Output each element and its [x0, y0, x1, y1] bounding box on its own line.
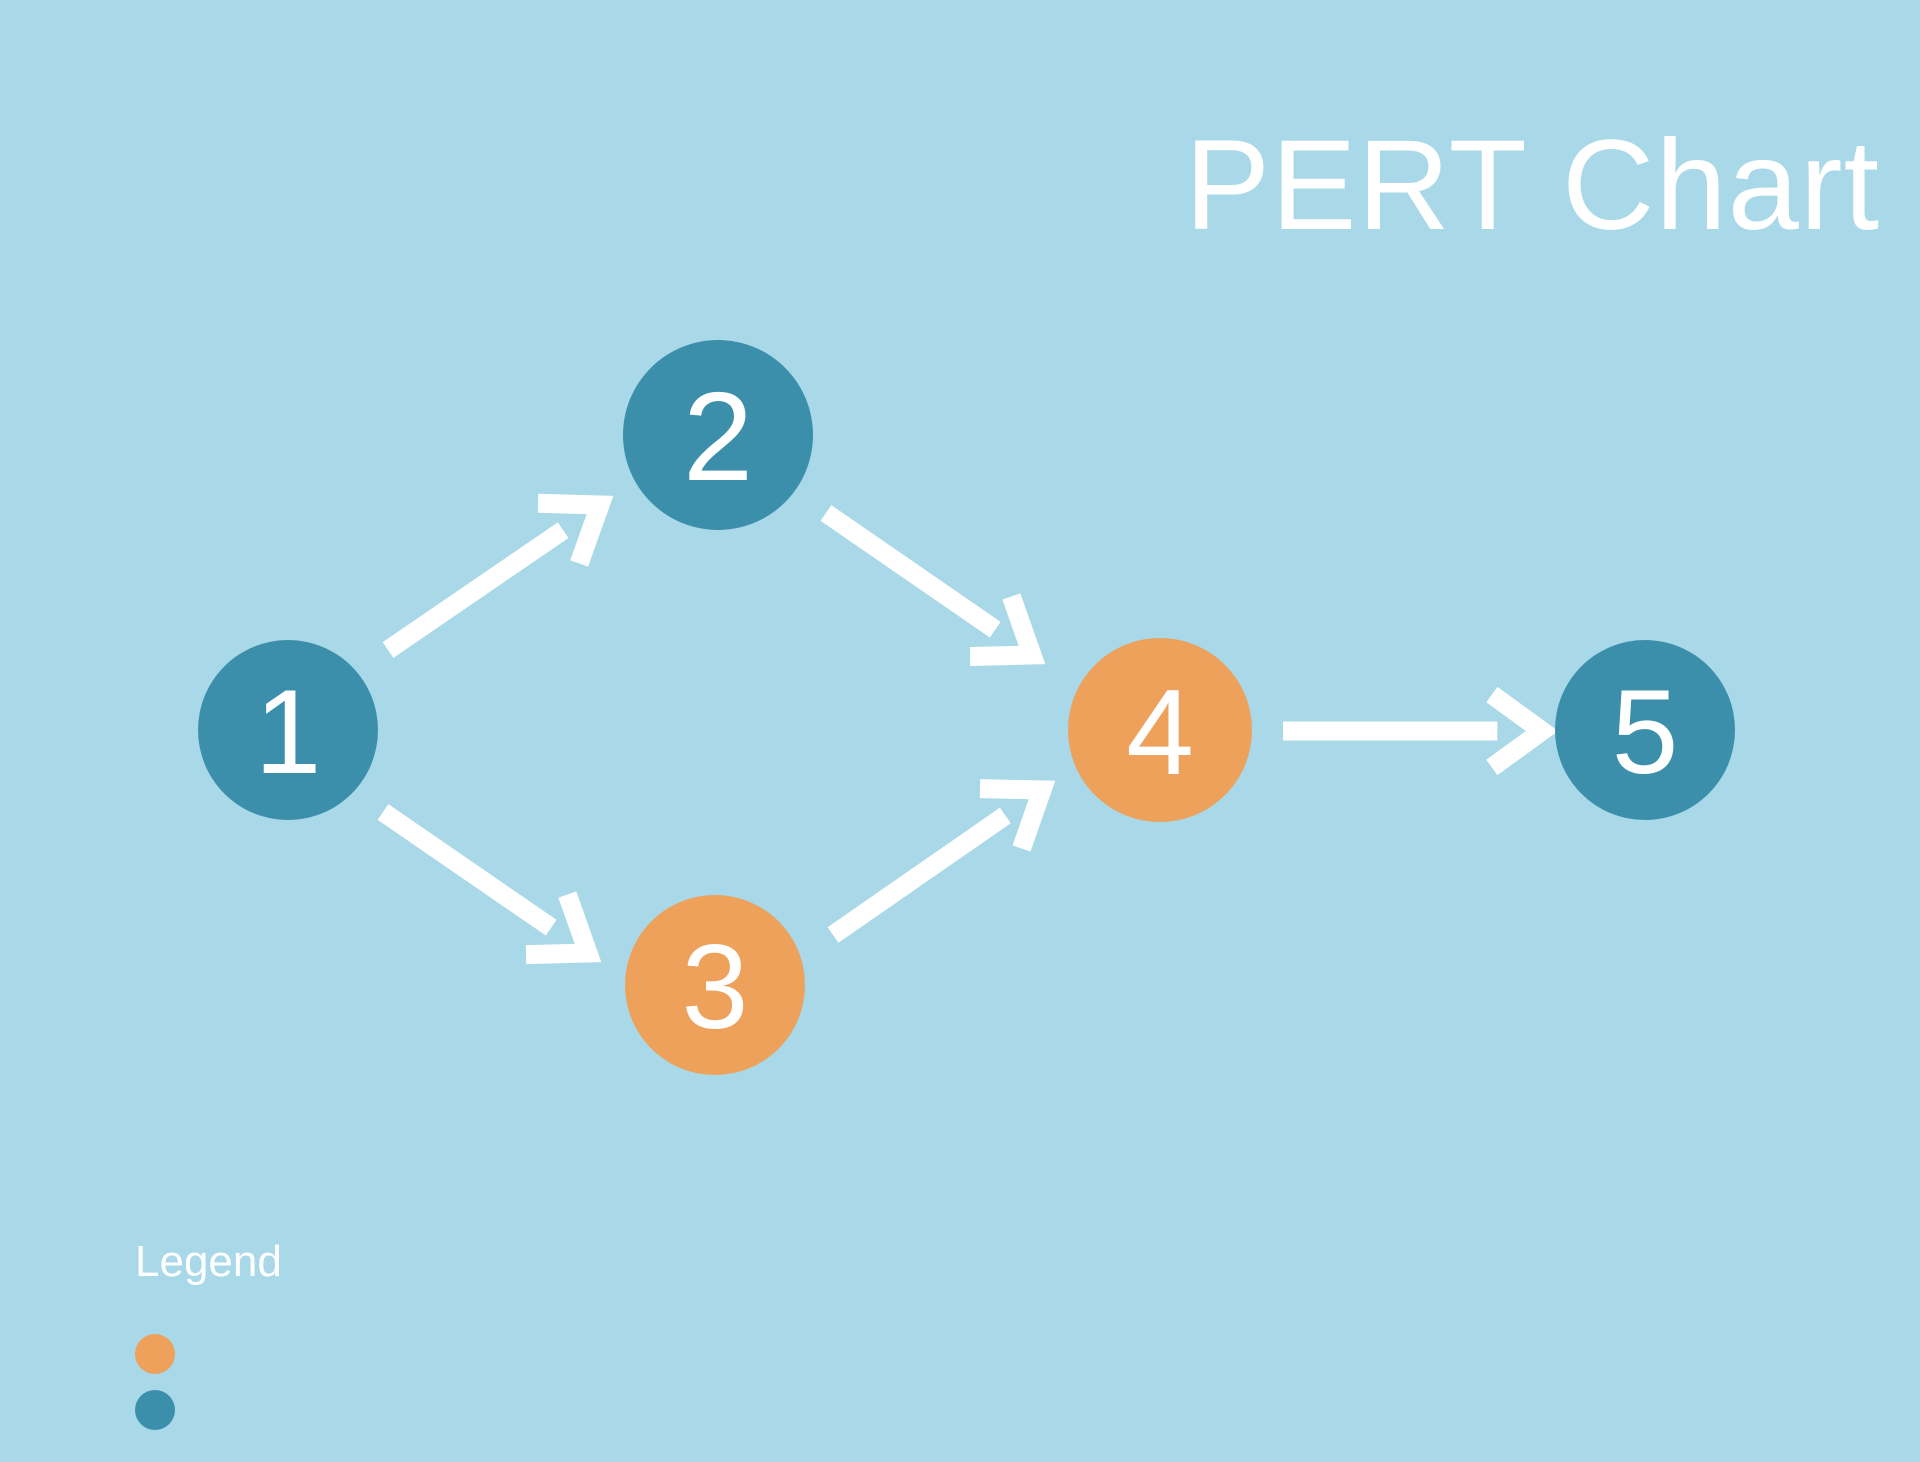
- legend-swatch-dot-icon: [135, 1334, 175, 1374]
- edge-arrow-4-to-5: [1283, 686, 1559, 776]
- edges-group: [377, 493, 1559, 965]
- arrowhead-icon: [969, 593, 1046, 667]
- edge-shaft: [827, 807, 1011, 943]
- page-title: PERT Chart: [1184, 114, 1880, 257]
- edge-arrow-1-to-3: [377, 804, 602, 965]
- nodes-group: [198, 340, 1735, 1075]
- legend-items: [135, 1326, 282, 1438]
- edge-arrow-3-to-4: [827, 779, 1056, 943]
- edge-arrow-2-to-4: [820, 505, 1046, 667]
- arrowhead-icon: [525, 891, 602, 965]
- node-circle-5[interactable]: [1555, 640, 1735, 820]
- node-circle-2[interactable]: [623, 340, 813, 530]
- legend-title: Legend: [135, 1237, 282, 1286]
- legend-item-2[interactable]: [135, 1382, 282, 1438]
- legend-swatch-dot-icon: [135, 1390, 175, 1430]
- edge-shaft: [820, 505, 1001, 638]
- node-circle-1[interactable]: [198, 640, 378, 820]
- edge-arrow-1-to-2: [382, 493, 614, 658]
- legend-item-1[interactable]: [135, 1326, 282, 1382]
- node-circle-3[interactable]: [625, 895, 805, 1075]
- edge-shaft: [382, 522, 569, 658]
- edge-shaft: [377, 804, 557, 936]
- legend: Legend: [135, 1240, 282, 1438]
- arrowhead-icon: [537, 493, 614, 567]
- node-circle-4[interactable]: [1068, 638, 1252, 822]
- arrowhead-icon: [979, 779, 1056, 852]
- arrowhead-icon: [1486, 686, 1559, 776]
